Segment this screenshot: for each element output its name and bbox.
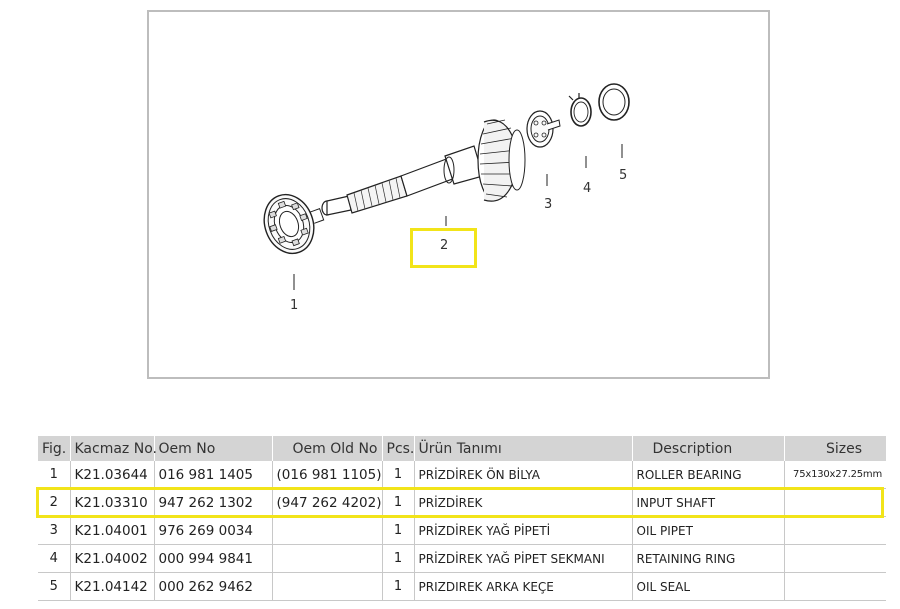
cell-urun-tanimi: PRİZDİREK YAĞ PİPET SEKMANI xyxy=(413,544,632,573)
retaining-ring-drawing xyxy=(568,93,592,127)
cell-kacmaz-no: K21.03644 xyxy=(69,461,154,489)
cell-pcs: 1 xyxy=(381,572,414,601)
table-row: 5 K21.04142 000 262 9462 1 PRIZDIREK ARK… xyxy=(38,572,886,601)
oil-seal-drawing xyxy=(598,83,630,121)
cell-oem-no: 000 262 9462 xyxy=(153,572,272,601)
cell-fig: 1 xyxy=(38,461,70,489)
cell-size xyxy=(783,572,886,601)
cell-oem-no: 016 981 1405 xyxy=(153,461,272,489)
cell-description: ROLLER BEARING xyxy=(631,461,784,489)
header-oem-no: Oem No xyxy=(153,436,272,461)
cell-size xyxy=(783,544,886,573)
callout-5: 5 xyxy=(619,168,628,183)
parts-diagram xyxy=(147,10,770,379)
cell-description: INPUT SHAFT xyxy=(631,488,784,517)
roller-bearing-drawing xyxy=(263,193,325,255)
table-row: 2 K21.03310 947 262 1302 (947 262 4202) … xyxy=(38,488,886,517)
cell-fig: 2 xyxy=(38,488,70,517)
header-urun-tanimi: Ürün Tanımı xyxy=(413,436,632,461)
cell-size xyxy=(783,488,886,517)
cell-oem-no: 976 269 0034 xyxy=(153,516,272,545)
cell-urun-tanimi: PRİZDİREK ÖN BİLYA xyxy=(413,461,632,489)
cell-oem-old-no: (947 262 4202) xyxy=(271,488,382,517)
callout-3: 3 xyxy=(544,197,553,212)
cell-urun-tanimi: PRİZDİREK YAĞ PİPETİ xyxy=(413,516,632,545)
callout-4: 4 xyxy=(583,181,592,196)
cell-kacmaz-no: K21.04142 xyxy=(69,572,154,601)
cell-kacmaz-no: K21.04002 xyxy=(69,544,154,573)
header-sizes: Sizes xyxy=(783,436,886,461)
table-row: 3 K21.04001 976 269 0034 1 PRİZDİREK YAĞ… xyxy=(38,516,886,545)
cell-oem-old-no xyxy=(271,544,382,573)
header-pcs: Pcs. xyxy=(381,436,414,461)
callout-2: 2 xyxy=(440,238,449,253)
header-fig: Fig. xyxy=(38,436,70,461)
cell-oem-old-no xyxy=(271,516,382,545)
cell-kacmaz-no: K21.03310 xyxy=(69,488,154,517)
cell-oem-old-no: (016 981 1105) xyxy=(271,461,382,489)
cell-fig: 3 xyxy=(38,516,70,545)
cell-description: OIL SEAL xyxy=(631,572,784,601)
oil-pipet-drawing xyxy=(526,110,561,148)
cell-description: OIL PIPET xyxy=(631,516,784,545)
table-row: 1 K21.03644 016 981 1405 (016 981 1105) … xyxy=(38,461,886,489)
cell-urun-tanimi: PRİZDİREK xyxy=(413,488,632,517)
cell-oem-old-no xyxy=(271,572,382,601)
cell-oem-no: 947 262 1302 xyxy=(153,488,272,517)
header-kacmaz-no: Kacmaz No. xyxy=(69,436,157,461)
cell-pcs: 1 xyxy=(381,544,414,573)
cell-size xyxy=(783,516,886,545)
parts-table: Fig. Kacmaz No. Oem No Oem Old No Pcs. Ü… xyxy=(38,436,886,601)
callout-1: 1 xyxy=(290,298,299,313)
header-oem-old-no: Oem Old No xyxy=(271,436,382,461)
cell-pcs: 1 xyxy=(381,488,414,517)
table-row: 4 K21.04002 000 994 9841 1 PRİZDİREK YAĞ… xyxy=(38,544,886,573)
cell-size: 75x130x27.25mm xyxy=(783,461,886,489)
cell-oem-no: 000 994 9841 xyxy=(153,544,272,573)
cell-fig: 5 xyxy=(38,572,70,601)
cell-urun-tanimi: PRIZDIREK ARKA KEÇE xyxy=(413,572,632,601)
cell-kacmaz-no: K21.04001 xyxy=(69,516,154,545)
cell-pcs: 1 xyxy=(381,516,414,545)
input-shaft-drawing xyxy=(321,119,526,216)
cell-description: RETAINING RING xyxy=(631,544,784,573)
cell-fig: 4 xyxy=(38,544,70,573)
cell-pcs: 1 xyxy=(381,461,414,489)
callout-2-highlight xyxy=(410,228,477,268)
exploded-view-drawing xyxy=(263,83,630,290)
header-description: Description xyxy=(631,436,784,461)
table-header-row: Fig. Kacmaz No. Oem No Oem Old No Pcs. Ü… xyxy=(38,436,886,461)
